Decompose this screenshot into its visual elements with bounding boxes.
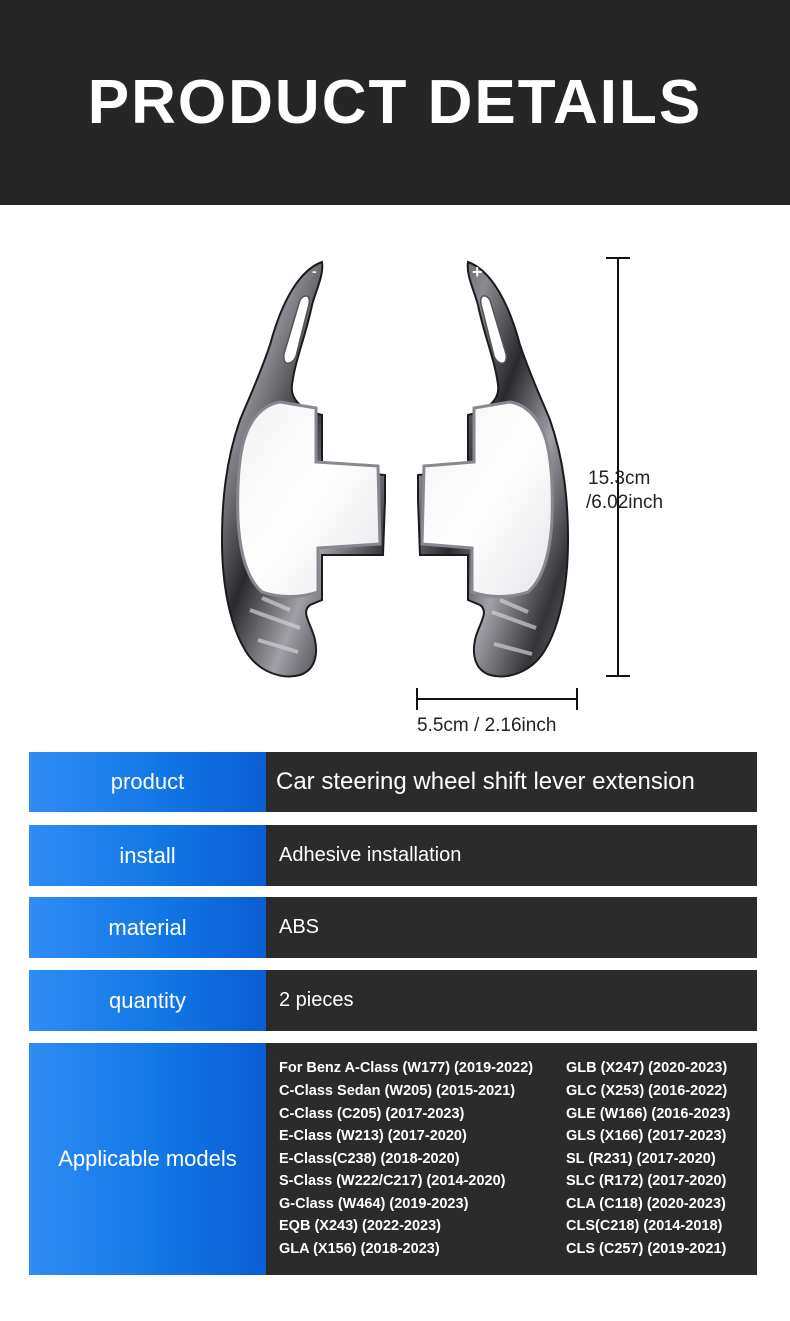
models-list-left: For Benz A-Class (W177) (2019-2022) C-Cl… <box>279 1057 566 1260</box>
spec-row-install: install Adhesive installation <box>29 825 757 886</box>
header-banner: PRODUCT DETAILS <box>0 0 790 205</box>
paddle-shifters-image: - + <box>220 257 630 710</box>
page-title: PRODUCT DETAILS <box>87 68 703 137</box>
model-item: C-Class Sedan (W205) (2015-2021) <box>279 1082 516 1099</box>
spec-row-quantity: quantity 2 pieces <box>29 970 757 1031</box>
model-item: G-Class (W464) (2019-2023) <box>279 1195 469 1212</box>
product-figure: - + 15.3cm /6.02inch 5.5cm / 2.16inch <box>0 205 790 745</box>
spec-value-quantity: 2 pieces <box>266 970 757 1031</box>
left-paddle: - <box>220 260 386 678</box>
spec-row-product: product Car steering wheel shift lever e… <box>29 752 757 812</box>
spec-value-install: Adhesive installation <box>266 825 757 886</box>
width-label: 5.5cm / 2.16inch <box>417 715 557 736</box>
model-item: C-Class (C205) (2017-2023) <box>279 1105 465 1122</box>
model-item: E-Class (W213) (2017-2020) <box>279 1128 467 1145</box>
model-item: EQB (X243) (2022-2023) <box>279 1218 441 1235</box>
spec-value-product: Car steering wheel shift lever extension <box>266 752 757 812</box>
spec-value-models: For Benz A-Class (W177) (2019-2022) C-Cl… <box>266 1043 757 1275</box>
right-paddle: + <box>417 260 570 678</box>
model-item: For Benz A-Class (W177) (2019-2022) <box>279 1060 534 1077</box>
model-item: E-Class(C238) (2018-2020) <box>279 1150 460 1167</box>
model-item: CLS(C218) (2014-2018) <box>566 1218 723 1235</box>
spec-label-material: material <box>29 897 266 958</box>
model-item: GLC (X253) (2016-2022) <box>566 1082 728 1099</box>
spec-label-install: install <box>29 825 266 886</box>
plus-marker: + <box>472 262 483 282</box>
spec-label-product: product <box>29 752 266 812</box>
height-dimension <box>606 257 630 677</box>
minus-marker: - <box>312 263 317 279</box>
model-item: GLS (X166) (2017-2023) <box>566 1128 727 1145</box>
model-item: CLS (C257) (2019-2021) <box>566 1241 727 1258</box>
spec-label-models: Applicable models <box>29 1043 266 1275</box>
model-item: CLA (C118) (2020-2023) <box>566 1195 726 1212</box>
spec-label-quantity: quantity <box>29 970 266 1031</box>
model-item: S-Class (W222/C217) (2014-2020) <box>279 1173 506 1190</box>
height-label-inch: /6.02inch <box>586 492 664 513</box>
model-item: GLE (W166) (2016-2023) <box>566 1105 731 1122</box>
spec-value-material: ABS <box>266 897 757 958</box>
model-item: SL (R231) (2017-2020) <box>566 1150 716 1167</box>
models-list-right: GLB (X247) (2020-2023) GLC (X253) (2016-… <box>566 1057 730 1260</box>
height-label-cm: 15.3cm <box>588 468 651 489</box>
model-item: GLB (X247) (2020-2023) <box>566 1060 728 1077</box>
model-item: SLC (R172) (2017-2020) <box>566 1173 727 1190</box>
model-item: GLA (X156) (2018-2023) <box>279 1241 440 1258</box>
spec-row-models: Applicable models For Benz A-Class (W177… <box>29 1043 757 1275</box>
spec-row-material: material ABS <box>29 897 757 958</box>
width-dimension <box>416 688 578 710</box>
